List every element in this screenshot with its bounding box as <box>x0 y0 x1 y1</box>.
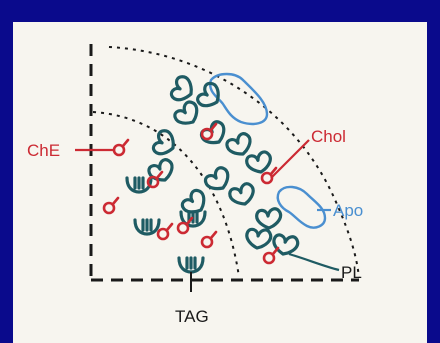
diagram-paper: ChE Chol Apo PL TAG <box>13 22 427 343</box>
phospholipid-group <box>145 72 301 259</box>
outer-shell-arc <box>108 46 360 279</box>
inner-core-arc <box>92 111 240 278</box>
label-pl: PL <box>341 263 362 282</box>
label-che: ChE <box>27 141 60 160</box>
pl-pointer <box>288 252 340 272</box>
lipoprotein-diagram: ChE Chol Apo PL TAG <box>27 44 363 326</box>
label-tag: TAG <box>175 307 209 326</box>
apo-protein-right <box>276 185 327 229</box>
apo-protein-top <box>209 72 269 126</box>
label-apo: Apo <box>333 201 363 220</box>
label-chol: Chol <box>311 127 346 146</box>
chol-pointer <box>270 139 310 179</box>
